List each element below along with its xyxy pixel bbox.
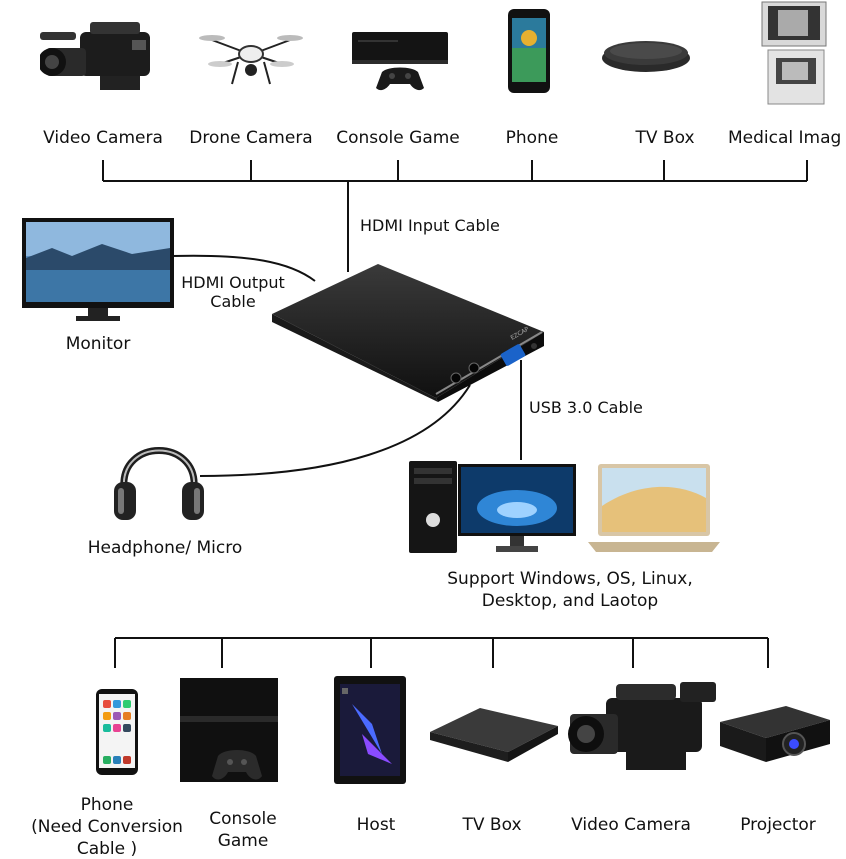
target-label-phone-line1: Phone [80,795,134,815]
target-label-phone-line2: (Need Conversion [31,817,183,837]
target-label-tv-box: TV Box [462,815,522,835]
target-label-video-camera: Video Camera [571,815,691,835]
capture-card-device: EZCAP [272,264,544,402]
target-label-phone-line3: Cable ) [76,839,138,859]
source-label-drone-camera: Drone Camera [189,128,313,148]
smartphone-icon [508,9,550,93]
hdmi-input-cable-label: HDMI Input Cable [360,216,500,235]
monitor-label: Monitor [65,334,131,354]
bottom-tv-box-icon [430,708,558,762]
host-pc-icon [334,676,406,784]
target-label-console-line2: Game [217,831,269,851]
source-label-phone: Phone [505,128,559,148]
target-label-console-line1: Console [209,809,277,829]
hdmi-output-cable-label-line2: Cable [210,292,256,311]
bottom-video-camera-icon [568,682,716,770]
source-label-video-camera: Video Camera [43,128,163,148]
desktop-monitor-icon [458,464,576,552]
bottom-phone-icon [96,689,138,775]
desktop-tower-icon [409,461,457,553]
tv-box-icon [602,41,690,72]
medical-imaging-icon [761,1,827,105]
laptop-icon [588,464,720,552]
target-label-projector: Projector [740,815,816,835]
game-console-icon [352,32,448,91]
projector-icon [720,706,830,762]
source-label-tv-box: TV Box [635,128,695,148]
video-camera-icon [40,22,150,90]
target-label-host: Host [356,815,396,835]
headphone-icon [114,447,204,520]
hdmi-output-cable-label-line1: HDMI Output [181,273,285,292]
monitor-icon [22,218,174,321]
headphone-label: Headphone/ Micro [87,538,243,558]
source-label-console-game: Console Game [336,128,460,148]
support-label-line2: Desktop, and Laotop [481,591,659,611]
drone-icon [199,35,303,85]
support-label-line1: Support Windows, OS, Linux, [447,569,693,589]
bottom-console-icon [180,678,278,782]
source-label-medical-imaging: Medical Imag [728,128,842,148]
usb-cable-label: USB 3.0 Cable [529,398,643,417]
